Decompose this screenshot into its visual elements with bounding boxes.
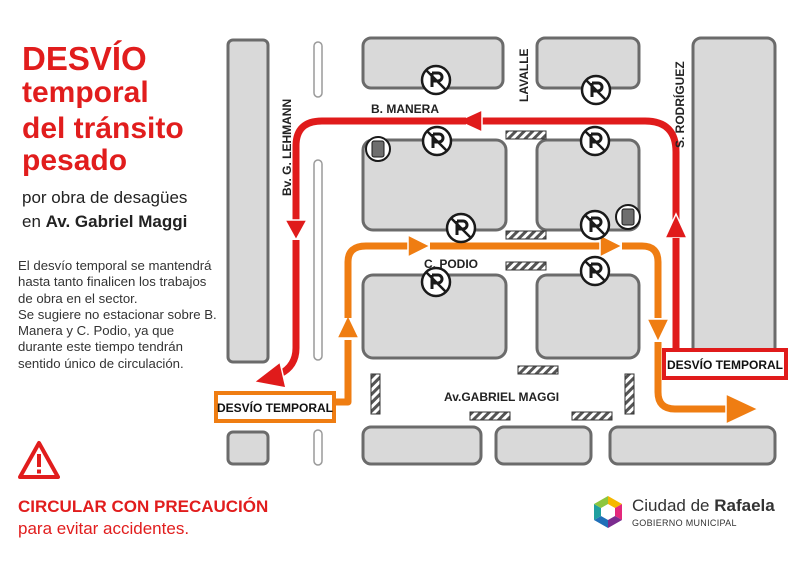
logo-name-bold: Rafaela: [714, 496, 775, 515]
block: [226, 38, 270, 364]
block: [361, 425, 483, 466]
street-label-lavalle: LAVALLE: [517, 48, 531, 102]
no-parking-icon: [579, 125, 611, 157]
no-parking-icon: [420, 64, 452, 96]
detour-label-left-text: DESVÍO TEMPORAL: [217, 400, 333, 415]
warning-subtitle: para evitar accidentes.: [18, 519, 190, 538]
warning-title: CIRCULAR CON PRECAUCIÓN: [18, 497, 269, 516]
logo-name: Ciudad de Rafaela: [632, 496, 775, 516]
info-panel: DESVÍO temporal del tránsito pesado por …: [0, 0, 268, 563]
subtitle-prefix: en: [22, 212, 46, 231]
block: [494, 425, 593, 466]
block: [608, 425, 777, 466]
subtitle-line-1: por obra de desagües: [22, 188, 188, 207]
city-blocks: [226, 36, 777, 466]
no-parking-icon: [579, 209, 611, 241]
no-parking-icon: [445, 212, 477, 244]
street-label-manera: B. MANERA: [371, 102, 439, 116]
street-label-podio: C. PODIO: [424, 257, 478, 271]
description-paragraph-2: Se sugiere no estacionar sobre B. Manera…: [18, 306, 217, 371]
container-icon: [365, 136, 391, 162]
page-title-line-2: temporal: [22, 76, 149, 109]
description: El desvío temporal se mantendrá hasta ta…: [18, 258, 220, 372]
block: [535, 273, 641, 360]
work-barriers: [370, 130, 635, 421]
page-title-line-1: DESVÍO: [22, 40, 147, 77]
subtitle-line-2: en Av. Gabriel Maggi: [22, 212, 187, 232]
no-parking-icon: [420, 266, 452, 298]
hexagon-logo-icon: [594, 496, 622, 528]
page-title-line-4: pesado: [22, 144, 128, 177]
logo-subtitle: GOBIERNO MUNICIPAL: [632, 518, 737, 528]
street-label-maggi: Av.GABRIEL MAGGI: [444, 390, 559, 404]
subtitle-avenue: Av. Gabriel Maggi: [45, 212, 188, 231]
warning-icon: [18, 441, 60, 479]
no-parking-icon: [421, 125, 453, 157]
container-icon: [615, 204, 641, 230]
description-paragraph-1: El desvío temporal se mantendrá hasta ta…: [18, 258, 212, 306]
orange-detour-route: [334, 233, 760, 426]
municipal-logo: Ciudad de Rafaela GOBIERNO MUNICIPAL: [590, 494, 790, 534]
block: [226, 430, 270, 466]
page-title-line-3: del tránsito: [22, 112, 184, 145]
street-label-rodriguez: S. RODRÍGUEZ: [672, 61, 687, 148]
logo-name-regular: Ciudad de: [632, 496, 715, 515]
detour-label-right: DESVÍO TEMPORAL: [662, 348, 788, 380]
no-parking-icon: [579, 255, 611, 287]
no-parking-icon: [580, 74, 612, 106]
street-label-lehmann: Bv. G. LEHMANN: [280, 99, 294, 196]
boulevard-median: [313, 41, 323, 466]
detour-label-left: DESVÍO TEMPORAL: [214, 391, 336, 423]
red-detour-route: [252, 108, 689, 389]
block: [691, 36, 777, 362]
detour-label-right-text: DESVÍO TEMPORAL: [667, 357, 783, 372]
